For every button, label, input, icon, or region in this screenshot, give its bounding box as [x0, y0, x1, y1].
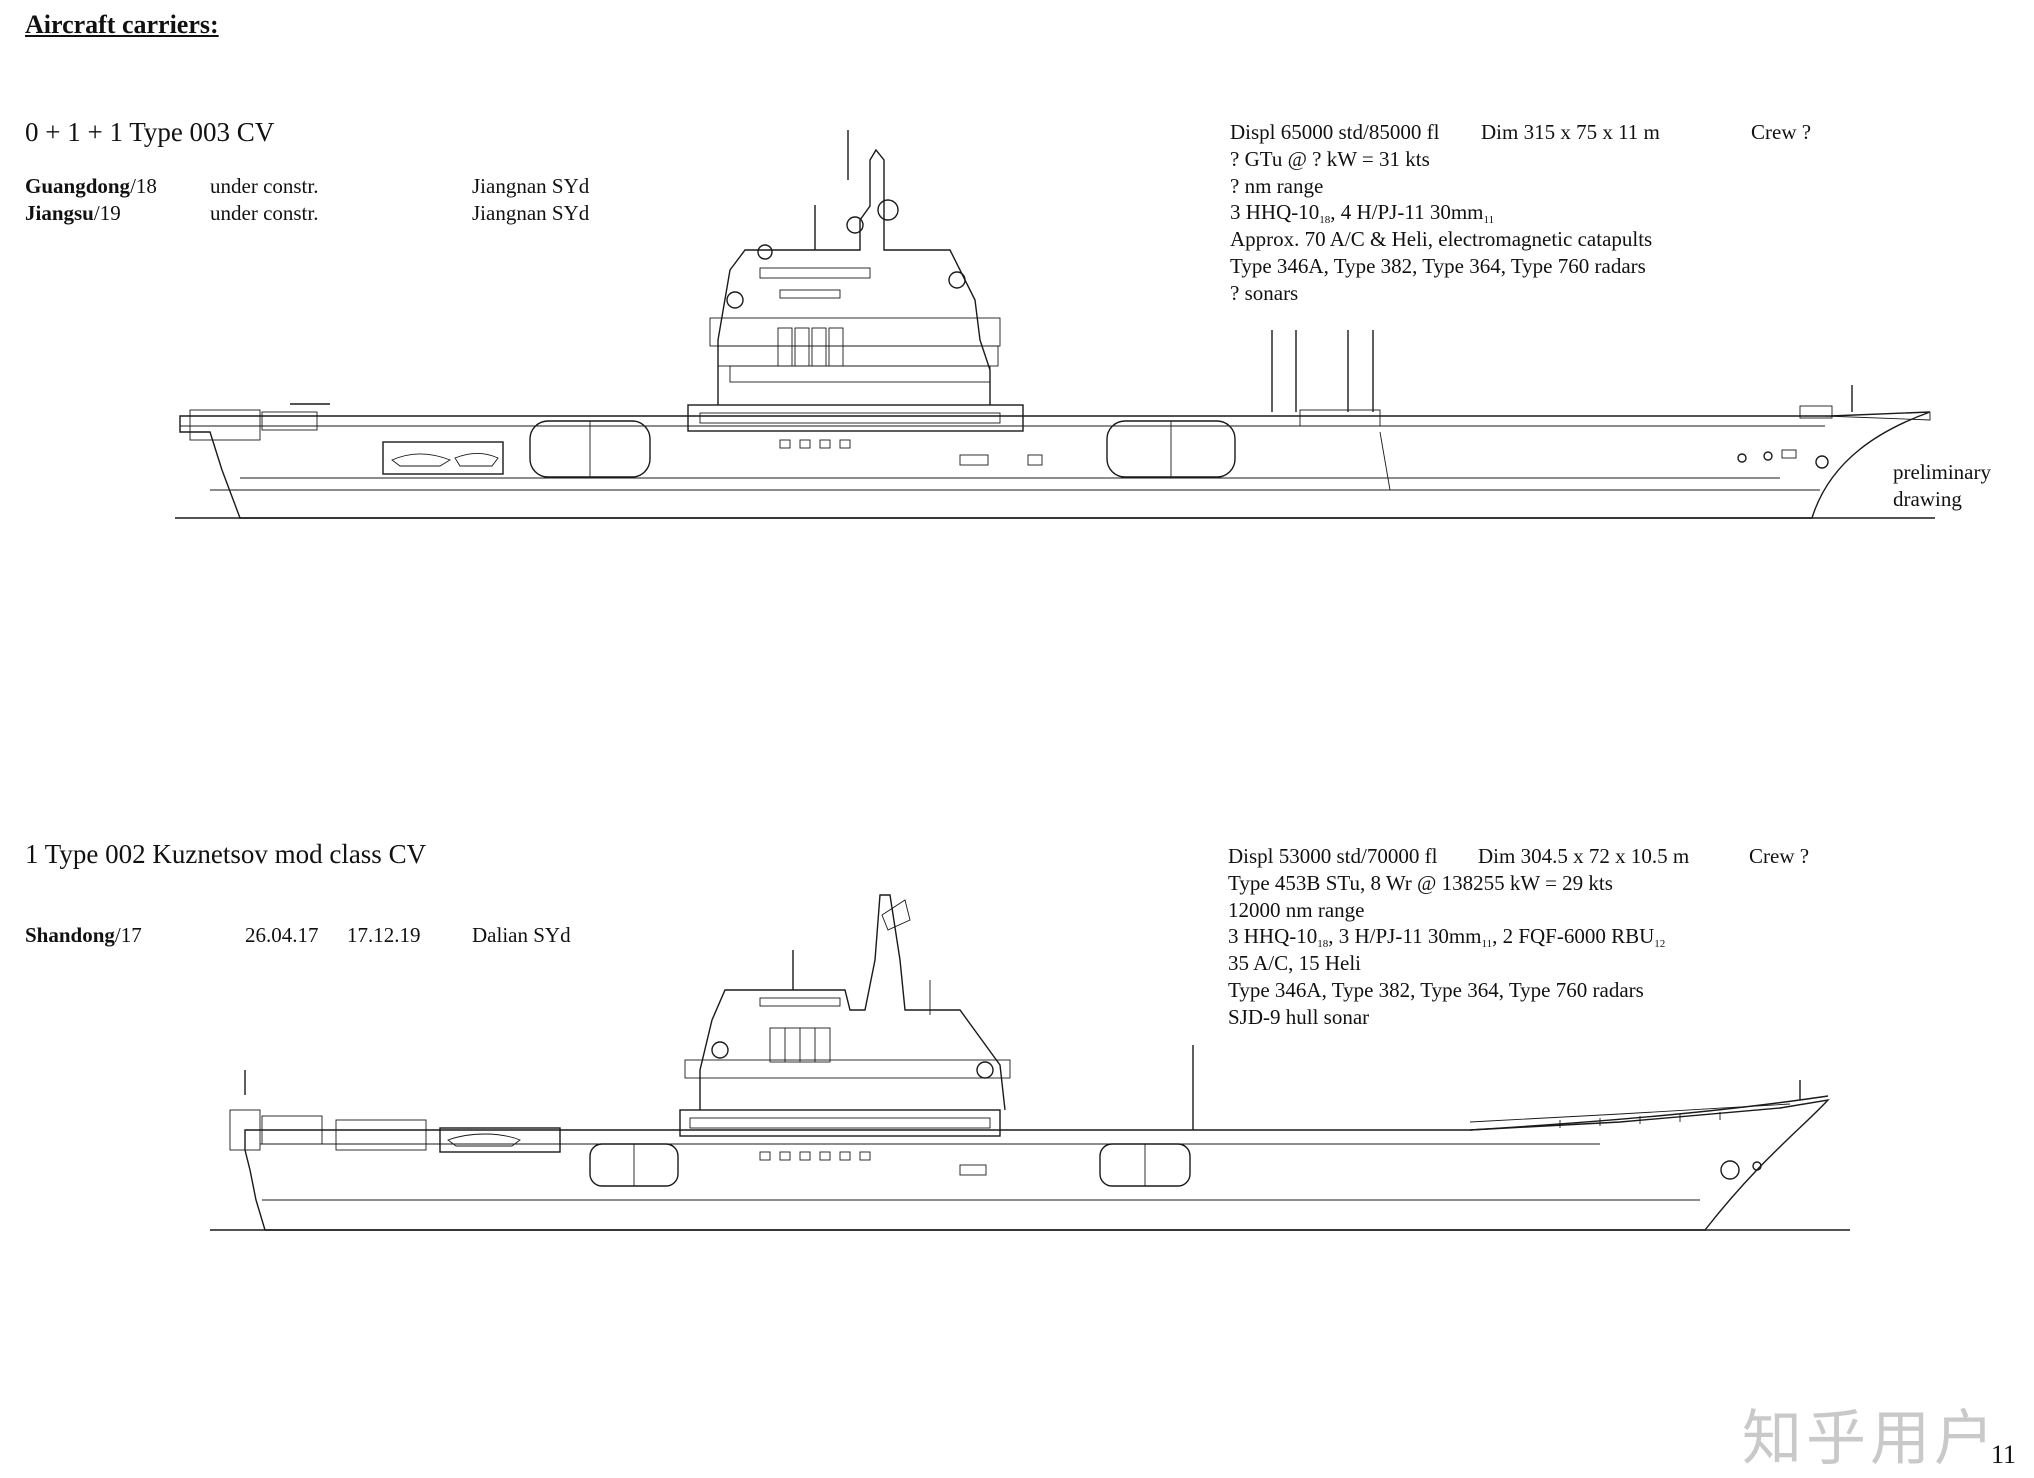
spec-line: 35 A/C, 15 Heli	[1228, 951, 1362, 976]
spec-line: SJD-9 hull sonar	[1228, 1004, 1370, 1029]
spec-line: Type 453B STu, 8 Wr @ 138255 kW = 29 kts	[1228, 870, 1613, 895]
hull-yard: Jiangnan SYd	[472, 201, 590, 225]
spec-line: Approx. 70 A/C & Heli, electromagnetic c…	[1230, 227, 1653, 252]
spec-block: Displ 53000 std/70000 fl Type 453B STu, …	[1228, 843, 1665, 1031]
spec-header: Displ 65000 std/85000 fl	[1230, 119, 1652, 146]
hull-number: /19	[93, 201, 121, 225]
ship-profile-drawing	[210, 894, 1850, 1231]
hull-name: Jiangsu	[25, 201, 94, 225]
spec-line: 3 HHQ-1018, 4 H/PJ-11 30mm11	[1230, 200, 1495, 227]
spec-block: Displ 65000 std/85000 fl ? GTu @ ? kW = …	[1230, 119, 1652, 307]
hull-row: Shandong/17	[25, 923, 142, 948]
spec-line: ? sonars	[1230, 280, 1299, 305]
spec-displacement: Displ 65000 std/85000 fl	[1230, 120, 1440, 144]
spec-displacement: Displ 53000 std/70000 fl	[1228, 844, 1438, 868]
drawing-note: preliminary drawing	[1893, 460, 1991, 511]
spec-line: Type 346A, Type 382, Type 364, Type 760 …	[1228, 977, 1644, 1002]
spec-line: 3 HHQ-1018, 3 H/PJ-11 30mm11, 2 FQF-6000…	[1228, 924, 1666, 951]
hull-row: Jiangsu/19	[25, 201, 121, 226]
spec-line: ? GTu @ ? kW = 31 kts	[1230, 146, 1430, 171]
spec-crew: Crew ?	[1749, 844, 1810, 868]
page-number: 11	[1990, 1440, 2016, 1469]
spec-dimensions: Dim 304.5 x 72 x 10.5 m	[1478, 844, 1690, 868]
hull-yard: Jiangnan SYd	[472, 174, 590, 198]
hull-number: /17	[114, 923, 142, 947]
hull-status: under constr.	[210, 201, 319, 225]
class-title: 0 + 1 + 1 Type 003 CV	[25, 117, 275, 147]
hull-laid-down: 26.04.17	[245, 923, 319, 947]
hull-status: under constr.	[210, 174, 319, 198]
ship-profile-drawing	[175, 130, 1935, 519]
hull-number: /18	[130, 174, 157, 198]
spec-line: 12000 nm range	[1228, 897, 1365, 922]
hull-name: Shandong	[25, 923, 115, 947]
hull-row: Guangdong/18	[25, 174, 157, 199]
spec-crew: Crew ?	[1751, 120, 1812, 144]
watermark: 知乎用户	[1742, 1404, 1998, 1474]
hull-commissioned: 17.12.19	[347, 923, 421, 947]
spec-line: ? nm range	[1230, 173, 1324, 198]
spec-header: Displ 53000 std/70000 fl	[1228, 843, 1665, 870]
hull-yard: Dalian SYd	[472, 923, 571, 947]
spec-dimensions: Dim 315 x 75 x 11 m	[1481, 120, 1660, 144]
hull-name: Guangdong	[25, 174, 131, 198]
page-title: Aircraft carriers:	[25, 10, 219, 39]
spec-line: Type 346A, Type 382, Type 364, Type 760 …	[1230, 253, 1646, 278]
class-title: 1 Type 002 Kuznetsov mod class CV	[25, 839, 427, 869]
